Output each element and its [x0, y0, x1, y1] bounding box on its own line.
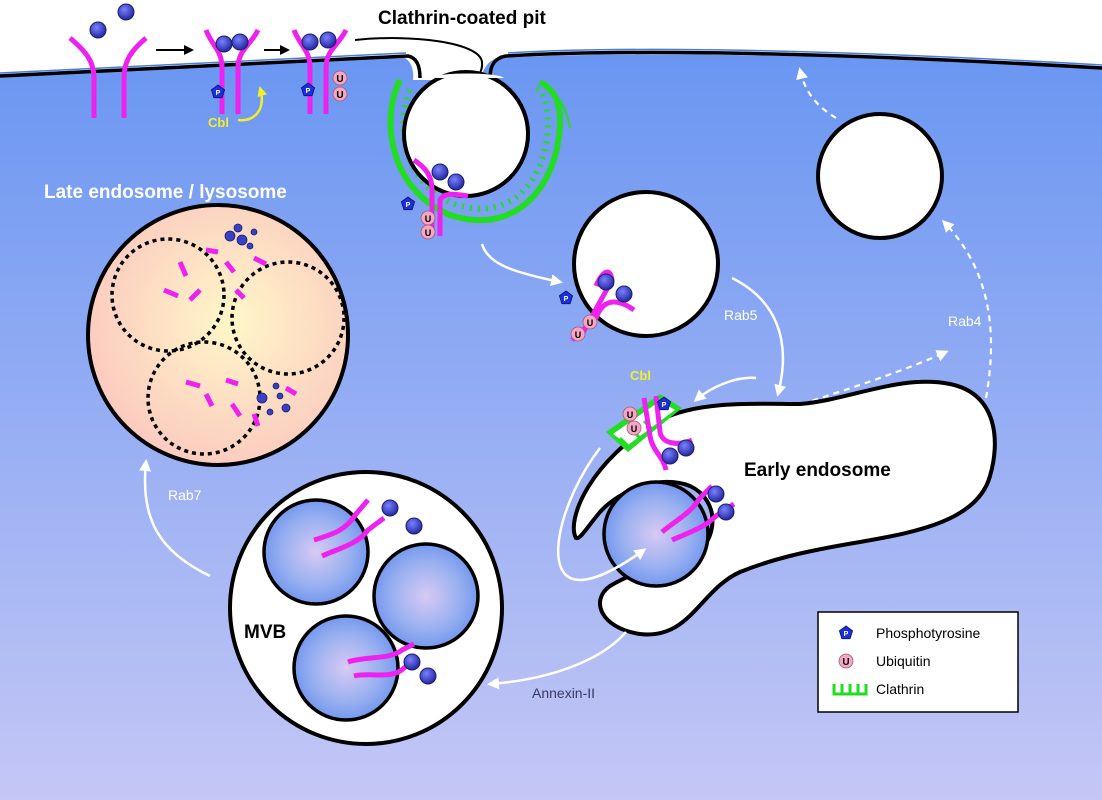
intraluminal-vesicle-budding — [602, 480, 710, 588]
arrow-rab7 — [139, 459, 211, 578]
ligand-icon — [319, 31, 337, 49]
ligand-fragments — [224, 223, 291, 416]
ligand-icon — [301, 33, 319, 51]
ligand-icon — [615, 285, 633, 303]
ligand-icon — [405, 517, 423, 535]
mvb-ilv-3 — [292, 614, 400, 722]
legend-label-ubiquitin: Ubiquitin — [876, 653, 930, 669]
degrading-vesicle-2 — [230, 260, 346, 376]
legend-label-clathrin: Clathrin — [876, 681, 924, 697]
plasma-membrane — [0, 54, 422, 79]
rab4-label: Rab4 — [948, 313, 982, 329]
ubiquitin-letter: U — [575, 330, 582, 340]
annexin-label: Annexin-II — [532, 685, 595, 701]
ubiquitin-letter: U — [425, 228, 432, 238]
ubiquitin-letter: U — [336, 90, 343, 101]
ligand-icon — [447, 173, 465, 191]
ubiquitin-letter: U — [587, 318, 594, 328]
cbl-arrow — [237, 86, 268, 122]
rab5-label: Rab5 — [724, 307, 758, 323]
arrow-ilv-formation — [557, 447, 647, 582]
mvb-label: MVB — [244, 622, 286, 643]
ligand-icon — [661, 447, 679, 465]
arrow-recycle-to-membrane — [796, 67, 837, 119]
phospho-letter: P — [564, 296, 569, 303]
ligand-icon — [597, 273, 615, 291]
uncoating-arrow — [559, 99, 571, 129]
phospho-letter: P — [406, 202, 411, 209]
surface-receptor-ubiquitinated — [291, 28, 349, 114]
receptor-fragments — [163, 247, 298, 427]
ligand-icon — [381, 499, 399, 517]
mvb-ilv-2 — [372, 542, 480, 650]
lysosome — [86, 203, 350, 467]
early-endosome-label: Early endosome — [744, 460, 891, 481]
legend: P Phosphotyrosine U Ubiquitin Clathrin — [817, 611, 1019, 713]
surface-receptor-bound — [203, 28, 261, 114]
arrow-rab4-up — [941, 219, 993, 399]
ubiquitin-letter: U — [842, 657, 849, 668]
arrow-rab4-right — [801, 350, 949, 406]
arrow-to-early-cbl — [693, 376, 757, 402]
ligand-icon — [677, 439, 695, 457]
arrow-annexin — [487, 631, 627, 690]
coated-vesicle — [402, 70, 530, 198]
legend-label-phosphotyrosine: Phosphotyrosine — [876, 625, 981, 641]
clathrin-icon — [832, 684, 868, 696]
ligand-icon — [89, 21, 107, 39]
ligand-icon — [117, 3, 135, 21]
ilv-receptor — [660, 484, 736, 543]
cbl-label-early: Cbl — [630, 368, 651, 383]
ubiquitin-letter: U — [336, 74, 343, 85]
ligand-icon — [717, 503, 735, 521]
rab7-label: Rab7 — [168, 487, 202, 503]
phospho-letter: P — [662, 402, 667, 409]
ligand-icon — [431, 163, 449, 181]
ligand-icon — [419, 667, 437, 685]
degrading-vesicle-1 — [110, 237, 226, 353]
mvb-receptor-2 — [347, 641, 418, 679]
ubiquitin-letter: U — [631, 424, 638, 434]
ligand-icon — [403, 653, 421, 671]
recycling-vesicle — [816, 112, 944, 240]
ligand-icon — [215, 35, 233, 53]
phospho-letter: P — [216, 90, 221, 97]
plasma-membrane-right — [488, 50, 1102, 79]
late-endosome-label: Late endosome / lysosome — [44, 182, 287, 203]
pit-receptor — [412, 157, 469, 236]
ubiquitin-letter: U — [627, 410, 634, 420]
ligand-icon — [707, 485, 725, 503]
cbl-label-top: Cbl — [208, 115, 229, 130]
arrow-rab5 — [731, 276, 787, 397]
arrow-to-vesicle — [480, 243, 563, 287]
ligand-icon — [231, 33, 249, 51]
phospho-letter: P — [844, 631, 849, 638]
clathrin-pit-label: Clathrin-coated pit — [378, 8, 547, 29]
mvb-receptor-1 — [313, 498, 386, 559]
ubiquitin-letter: U — [425, 214, 432, 224]
phospho-letter: P — [306, 88, 311, 95]
surface-receptor-unbound — [68, 36, 148, 118]
